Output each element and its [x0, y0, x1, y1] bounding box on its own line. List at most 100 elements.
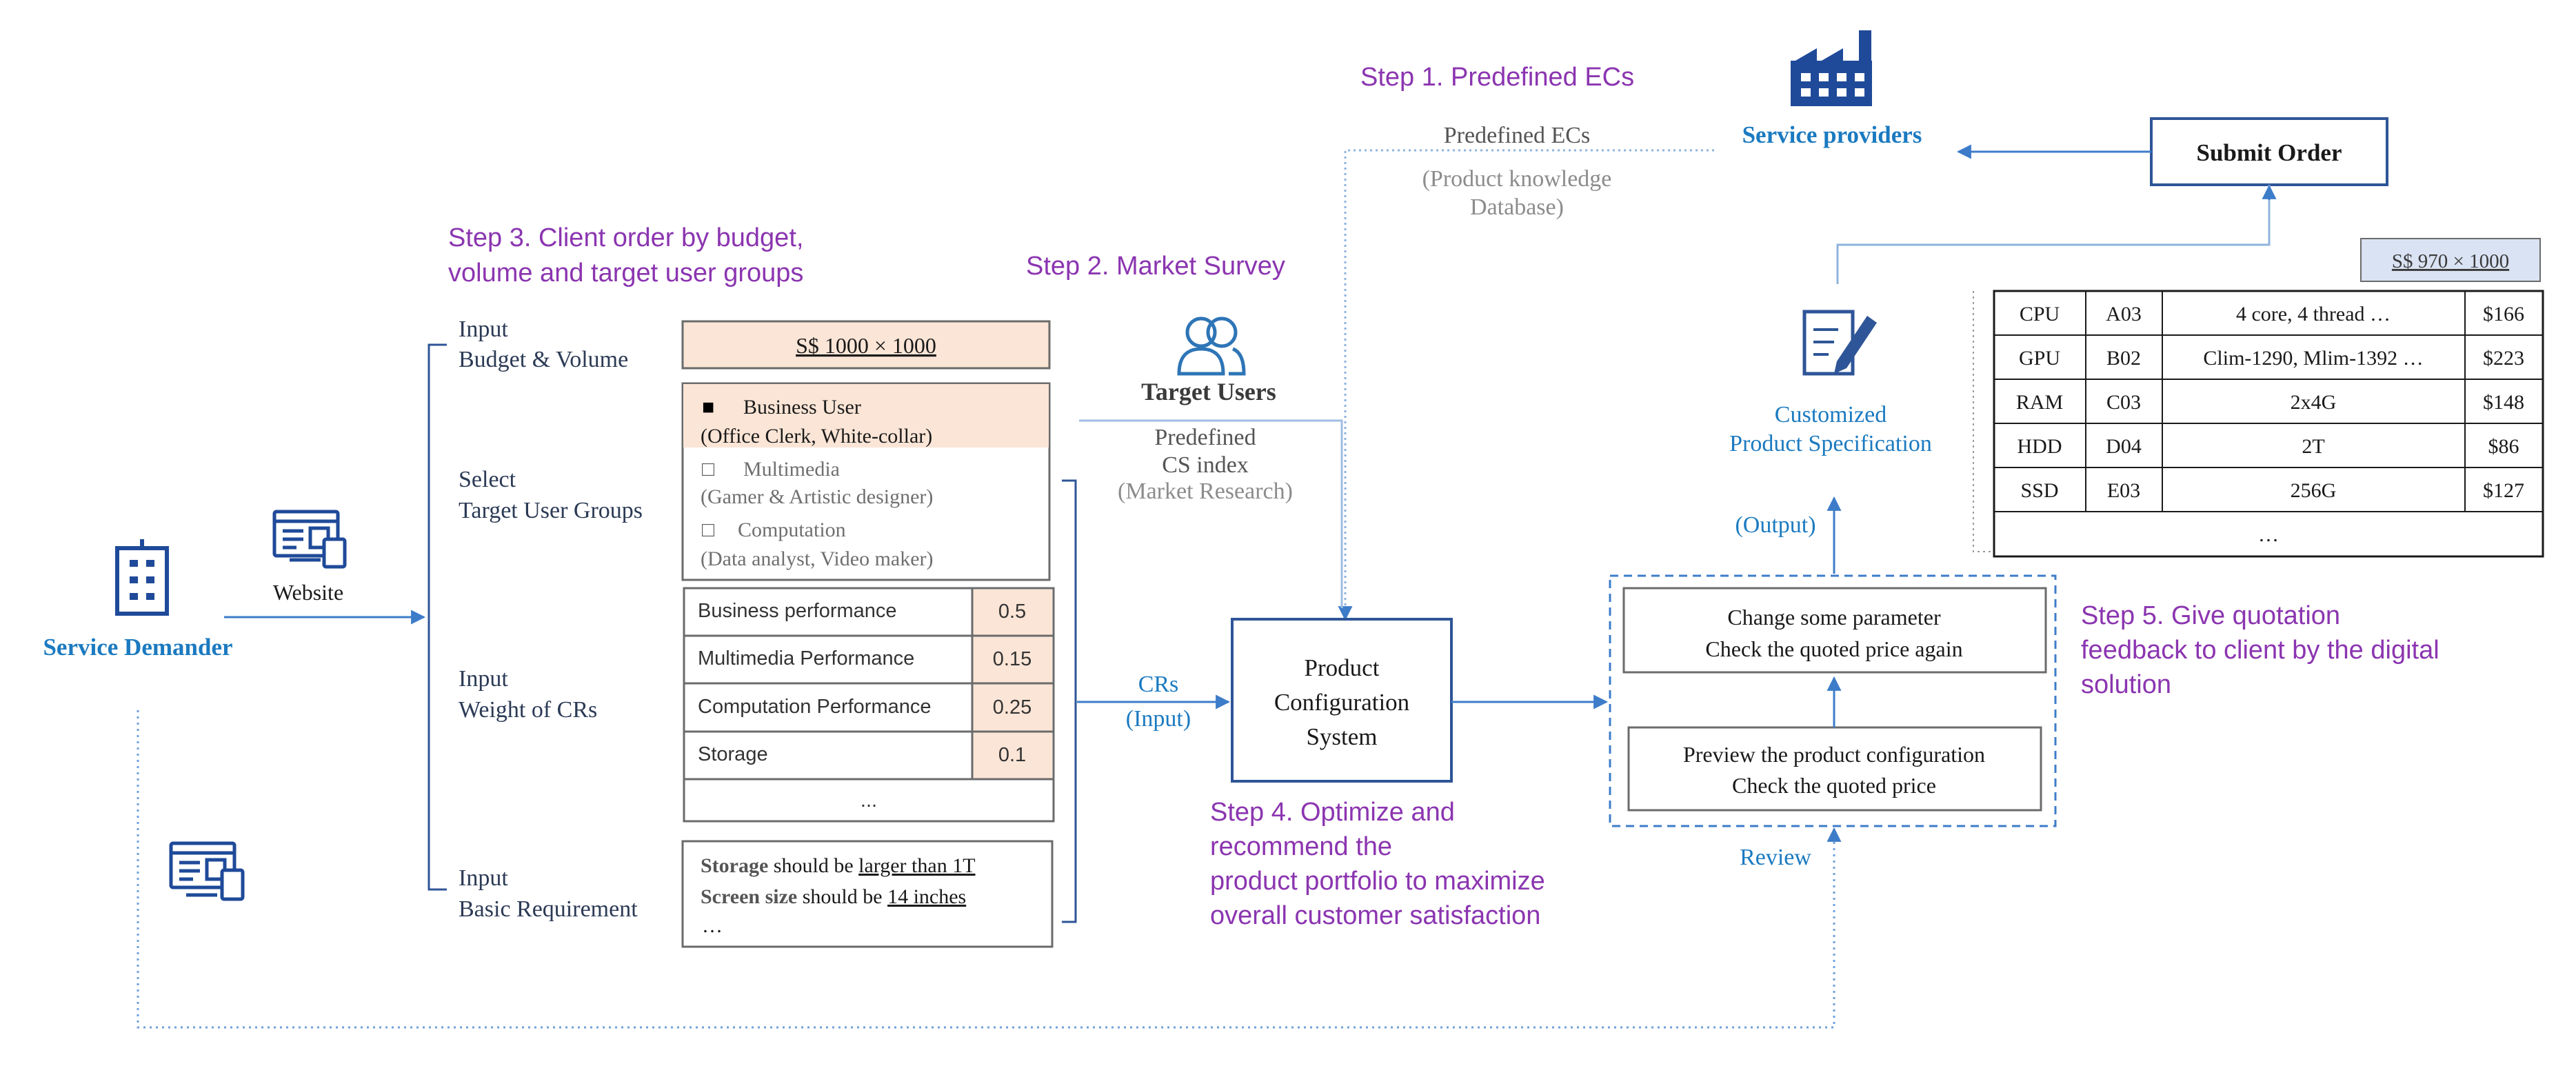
crs-label: CRs — [1138, 672, 1179, 697]
weight-name: Multimedia Performance — [698, 647, 914, 670]
groups-label-1: Select — [459, 467, 516, 492]
step3-label-line1: Step 3. Client order by budget, — [448, 223, 803, 252]
preview-line2: Check the quoted price — [1732, 773, 1936, 798]
svg-text:$86: $86 — [2488, 435, 2519, 458]
budget-label-2: Budget & Volume — [459, 347, 628, 372]
target-users-line3: (Market Research) — [1118, 479, 1293, 504]
step5-label-line2: feedback to client by the digital — [2081, 636, 2439, 665]
service-demander-label: Service Demander — [43, 634, 232, 661]
svg-text:SSD: SSD — [2020, 479, 2058, 502]
requirement-more: … — [702, 914, 723, 937]
spec-table-more: … — [2258, 523, 2279, 546]
basic-label-2: Basic Requirement — [459, 896, 638, 922]
svg-text:$148: $148 — [2483, 391, 2524, 414]
target-users-link — [1079, 419, 1343, 608]
user-group-option-computation[interactable]: □ Computation (Data analyst, Video maker… — [701, 519, 934, 570]
user-group-desc: (Gamer & Artistic designer) — [701, 485, 933, 508]
change-line2: Check the quoted price again — [1705, 636, 1962, 661]
basic-label-1: Input — [459, 865, 508, 891]
svg-text:4 core, 4 thread …: 4 core, 4 thread … — [2236, 303, 2391, 325]
website-label: Website — [273, 580, 343, 605]
change-line1: Change some parameter — [1727, 605, 1941, 630]
product-configuration-system — [1231, 618, 1453, 783]
service-providers-label: Service providers — [1742, 121, 1922, 148]
pcs-line1: Product — [1305, 654, 1380, 681]
user-group-option-business[interactable]: ■ Business User (Office Clerk, White-col… — [701, 396, 932, 447]
customized-line1: Customized — [1775, 402, 1886, 428]
submit-order-label: Submit Order — [2197, 139, 2342, 166]
svg-text:$223: $223 — [2483, 347, 2524, 370]
weights-table — [683, 587, 1055, 823]
svg-text:B02: B02 — [2106, 347, 2141, 370]
user-group-name: Computation — [738, 519, 846, 541]
step5-label-line3: solution — [2081, 670, 2171, 699]
user-group-desc: (Office Clerk, White-collar) — [701, 425, 932, 447]
svg-text:HDD: HDD — [2017, 435, 2062, 458]
user-group-desc: (Data analyst, Video maker) — [701, 547, 934, 570]
quote-total: S$ 970 × 1000 — [2392, 250, 2509, 272]
user-group-name: Business User — [743, 396, 861, 419]
weight-value-input[interactable]: 0.15 — [993, 648, 1032, 670]
weights-more: ... — [861, 790, 877, 812]
svg-text:C03: C03 — [2106, 391, 2141, 414]
weight-name: Storage — [698, 743, 768, 765]
weight-label-1: Input — [459, 666, 508, 692]
preview-configuration-button[interactable] — [1627, 726, 2042, 812]
spec-table-row: HDD D04 2T $86 — [2017, 435, 2519, 458]
weight-name: Business performance — [698, 600, 897, 622]
weight-value-input[interactable]: 0.1 — [998, 744, 1026, 766]
target-users-line2: CS index — [1162, 452, 1249, 478]
weight-value-input[interactable]: 0.5 — [998, 601, 1026, 623]
predefined-ecs-line2: (Product knowledge — [1422, 166, 1612, 192]
weight-label-2: Weight of CRs — [459, 697, 597, 723]
step4-label-line2: recommend the — [1210, 832, 1392, 861]
svg-text:GPU: GPU — [2019, 347, 2060, 370]
ecs-dotted-link — [1344, 149, 1714, 608]
step1-label: Step 1. Predefined ECs — [1360, 63, 1634, 92]
user-group-option-multimedia[interactable]: □ Multimedia (Gamer & Artistic designer) — [701, 458, 933, 508]
submit-order-box — [2150, 117, 2388, 186]
svg-text:$127: $127 — [2483, 479, 2524, 502]
quote-total-box — [2360, 238, 2541, 282]
spec-table-dotted-edge — [1973, 291, 1994, 552]
input-bracket-left — [427, 343, 447, 891]
svg-text:E03: E03 — [2107, 479, 2140, 502]
input-bracket-right — [1062, 479, 1077, 923]
spec-table-row: CPU A03 4 core, 4 thread … $166 — [2020, 303, 2524, 325]
step3-label-line2: volume and target user groups — [448, 259, 803, 288]
preview-line1: Preview the product configuration — [1683, 742, 1985, 767]
budget-value: S$ 1000 × 1000 — [796, 333, 936, 358]
groups-label-2: Target User Groups — [459, 498, 643, 523]
basic-requirement-input[interactable] — [681, 840, 1054, 948]
building-icon — [115, 539, 169, 616]
budget-input[interactable] — [681, 320, 1051, 370]
svg-text:$166: $166 — [2483, 303, 2524, 325]
spec-table-row: SSD E03 256G $127 — [2020, 479, 2524, 502]
target-users-title: Target Users — [1141, 378, 1276, 405]
weight-name: Computation Performance — [698, 696, 932, 718]
pcs-line3: System — [1306, 723, 1377, 750]
step4-label-line1: Step 4. Optimize and — [1210, 798, 1455, 827]
svg-text:2T: 2T — [2302, 435, 2324, 458]
website-icon — [272, 510, 347, 569]
weight-value-input[interactable]: 0.25 — [993, 696, 1032, 718]
budget-label-1: Input — [459, 316, 508, 342]
step2-label: Step 2. Market Survey — [1026, 252, 1285, 281]
svg-text:CPU: CPU — [2020, 303, 2060, 325]
factory-icon — [1791, 30, 1872, 106]
svg-text:256G: 256G — [2291, 479, 2337, 502]
crs-input-label: (Input) — [1126, 706, 1191, 732]
users-icon — [1177, 316, 1246, 376]
svg-text:Clim-1290, Mlim-1392 …: Clim-1290, Mlim-1392 … — [2203, 347, 2423, 370]
requirement-line-1: Storage should be larger than 1T — [701, 854, 976, 877]
user-group-marker: □ — [702, 458, 715, 481]
requirement-line-2: Screen size should be 14 inches — [701, 885, 966, 908]
step4-label-line4: overall customer satisfaction — [1210, 901, 1540, 930]
review-group — [1609, 574, 2057, 827]
user-group-marker: ■ — [702, 396, 714, 419]
svg-text:A03: A03 — [2106, 303, 2142, 325]
change-parameter-button[interactable] — [1622, 587, 2047, 674]
output-label: (Output) — [1735, 512, 1815, 538]
